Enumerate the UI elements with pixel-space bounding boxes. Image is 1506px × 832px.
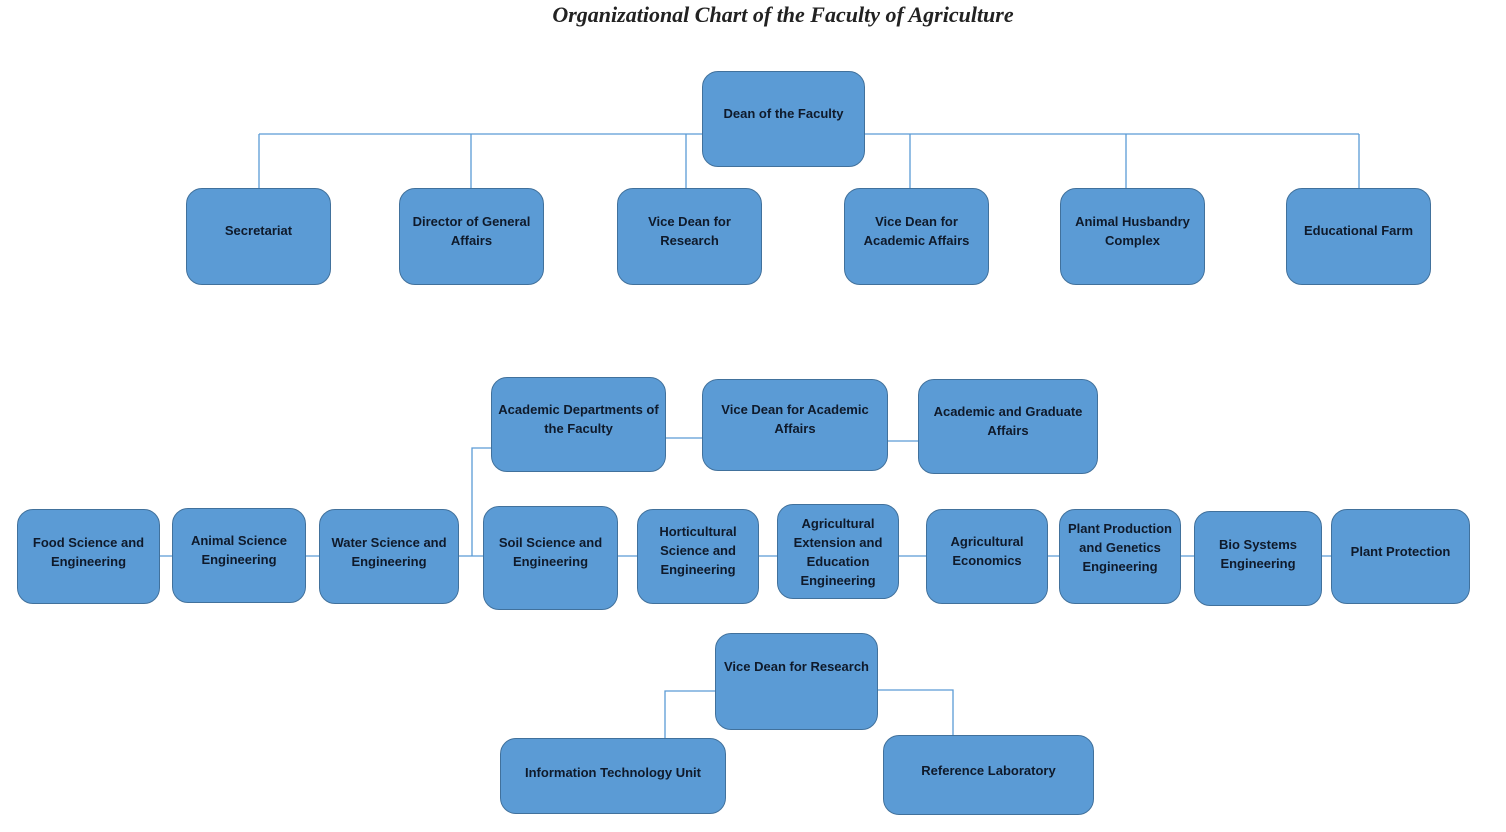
node-label: Academic and Graduate Affairs <box>933 404 1083 438</box>
node-label: Food Science and Engineering <box>32 535 145 569</box>
node-department[interactable]: Plant Production and Genetics Engineerin… <box>1059 509 1181 604</box>
node-department[interactable]: Animal Science Engineering <box>172 508 306 603</box>
node-director-general-affairs[interactable]: Director of General Affairs <box>399 188 544 285</box>
node-label: Agricultural Extension and Education Eng… <box>793 516 883 588</box>
node-label: Director of General Affairs <box>412 214 531 248</box>
node-it-unit[interactable]: Information Technology Unit <box>500 738 726 814</box>
node-vice-dean-research[interactable]: Vice Dean for Research <box>617 188 762 285</box>
node-label: Educational Farm <box>1303 223 1414 238</box>
node-label: Dean of the Faculty <box>723 106 844 121</box>
node-department[interactable]: Water Science and Engineering <box>319 509 459 604</box>
node-department[interactable]: Bio Systems Engineering <box>1194 511 1322 606</box>
node-label: Bio Systems Engineering <box>1218 537 1298 571</box>
node-label: Secretariat <box>224 223 293 238</box>
connector <box>471 447 491 556</box>
node-department[interactable]: Horticultural Science and Engineering <box>637 509 759 604</box>
node-label: Vice Dean for Academic Affairs <box>863 214 970 248</box>
node-vice-dean-academic-2[interactable]: Vice Dean for Academic Affairs <box>702 379 888 471</box>
node-educational-farm[interactable]: Educational Farm <box>1286 188 1431 285</box>
node-animal-husbandry[interactable]: Animal Husbandry Complex <box>1060 188 1205 285</box>
connector <box>878 689 954 735</box>
node-department[interactable]: Agricultural Economics <box>926 509 1048 604</box>
node-label: Soil Science and Engineering <box>498 535 603 569</box>
node-department[interactable]: Soil Science and Engineering <box>483 506 618 610</box>
node-academic-departments[interactable]: Academic Departments of the Faculty <box>491 377 666 472</box>
node-label: Plant Production and Genetics Engineerin… <box>1068 521 1172 574</box>
node-academic-graduate[interactable]: Academic and Graduate Affairs <box>918 379 1098 474</box>
node-label: Academic Departments of the Faculty <box>498 402 659 436</box>
connector <box>664 690 715 738</box>
node-label: Information Technology Unit <box>525 765 701 780</box>
node-dean[interactable]: Dean of the Faculty <box>702 71 865 167</box>
node-label: Animal Science Engineering <box>190 533 288 567</box>
chart-title: Organizational Chart of the Faculty of A… <box>552 2 1014 27</box>
node-secretariat[interactable]: Secretariat <box>186 188 331 285</box>
node-label: Water Science and Engineering <box>331 535 447 569</box>
node-department[interactable]: Agricultural Extension and Education Eng… <box>777 504 899 599</box>
node-label: Animal Husbandry Complex <box>1075 214 1190 248</box>
node-department[interactable]: Plant Protection <box>1331 509 1470 604</box>
node-vice-dean-research-2[interactable]: Vice Dean for Research <box>715 633 878 730</box>
node-label: Vice Dean for Academic Affairs <box>721 402 869 436</box>
node-department[interactable]: Food Science and Engineering <box>17 509 160 604</box>
node-reference-lab[interactable]: Reference Laboratory <box>883 735 1094 815</box>
node-label: Plant Protection <box>1350 544 1451 559</box>
node-label: Vice Dean for Research <box>648 214 731 248</box>
node-label: Horticultural Science and Engineering <box>659 524 737 577</box>
node-label: Vice Dean for Research <box>724 659 869 674</box>
node-vice-dean-academic[interactable]: Vice Dean for Academic Affairs <box>844 188 989 285</box>
node-label: Reference Laboratory <box>921 763 1056 778</box>
node-label: Agricultural Economics <box>950 534 1024 568</box>
